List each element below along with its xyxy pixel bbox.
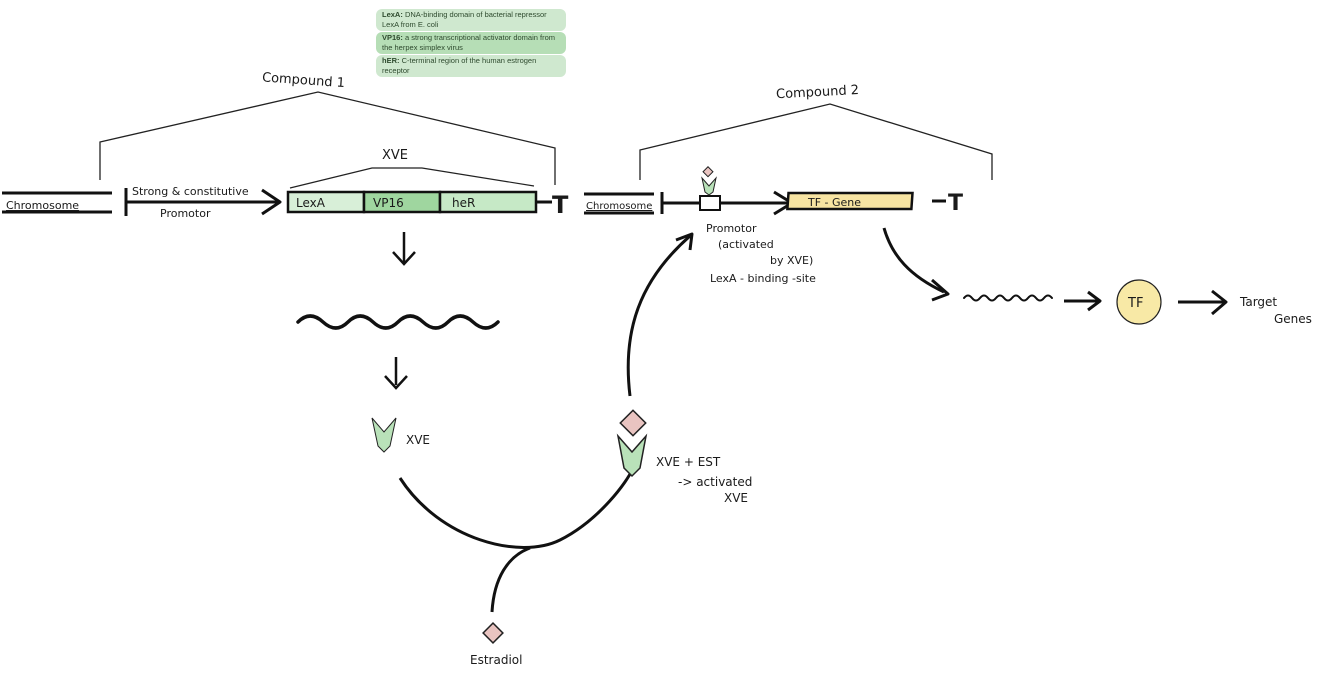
xve-protein-label: XVE xyxy=(406,433,430,447)
promoter2-label-line2: (activated xyxy=(718,238,774,251)
promoter2-label-line1: Promotor xyxy=(706,222,757,235)
legend-desc: a strong transcriptional activator domai… xyxy=(382,33,556,52)
tf-gene-box xyxy=(786,191,914,211)
complex-label-line2: -> activated xyxy=(678,475,752,489)
domain-lexa-label: LexA xyxy=(296,196,326,210)
arrow-up-head xyxy=(675,232,694,251)
legend-desc: C-terminal region of the human estrogen … xyxy=(382,56,537,75)
estradiol-curve xyxy=(490,546,531,613)
tf-protein-circle xyxy=(1116,279,1162,325)
domain-her-label: heR xyxy=(452,196,475,210)
compound2-bracket xyxy=(639,103,993,180)
complex-label-line3: XVE xyxy=(724,491,748,505)
chromosome2-label: Chromosome xyxy=(586,201,652,212)
legend-row-her: hER: C-terminal region of the human estr… xyxy=(376,55,566,77)
lexa-binding-site-box xyxy=(699,195,721,211)
promoter1-label-top: Strong & constitutive xyxy=(132,185,249,198)
chromosome1-label: Chromosome xyxy=(6,199,79,212)
arrow-gene-head xyxy=(931,278,950,302)
tf-gene-label: TF - Gene xyxy=(807,196,861,209)
xve-bracket xyxy=(289,167,535,189)
estradiol-diamond xyxy=(482,622,504,644)
legend-row-vp16: VP16: a strong transcriptional activator… xyxy=(376,32,566,54)
arrow-up-curve xyxy=(626,234,691,397)
binding-site-xve-shape xyxy=(701,176,717,196)
promoter1-arrowhead xyxy=(261,188,282,216)
compound1-bracket xyxy=(99,91,556,185)
xve-construct-label: XVE xyxy=(382,148,408,163)
complex-estradiol-diamond xyxy=(619,409,647,437)
legend-box: LexA: DNA-binding domain of bacterial re… xyxy=(376,9,566,78)
terminator1-label: T xyxy=(552,191,569,219)
target-genes-label-line2: Genes xyxy=(1274,312,1312,326)
tf-protein-label: TF xyxy=(1127,296,1143,311)
arrow-down-1-head xyxy=(392,251,416,266)
compound1-label: Compound 1 xyxy=(262,70,346,91)
legend-term: hER: xyxy=(382,56,400,65)
legend-term: LexA: xyxy=(382,10,403,19)
promoter2-label-line3: by XVE) xyxy=(770,254,813,267)
estradiol-label: Estradiol xyxy=(470,653,522,667)
legend-term: VP16: xyxy=(382,33,403,42)
arrow-tf-target-head xyxy=(1211,289,1228,316)
binding-curve xyxy=(398,469,634,549)
target-genes-label-line1: Target xyxy=(1239,295,1277,309)
binding-site-estradiol-diamond xyxy=(702,166,714,178)
compound2-label: Compound 2 xyxy=(776,83,860,102)
complex-xve-shape xyxy=(616,433,648,478)
xve-protein-shape xyxy=(371,417,397,453)
mrna-1-wave xyxy=(296,314,500,330)
legend-row-lexa: LexA: DNA-binding domain of bacterial re… xyxy=(376,9,566,31)
promoter1-label-bottom: Promotor xyxy=(160,207,211,220)
domain-vp16-label: VP16 xyxy=(373,196,404,210)
arrow-mrna-tf-head xyxy=(1087,290,1102,312)
legend-desc: DNA-binding domain of bacterial represso… xyxy=(382,10,547,29)
mrna-2-wave xyxy=(963,294,1053,302)
terminator2-label: T xyxy=(948,191,963,216)
arrow-down-2-head xyxy=(384,375,408,390)
arrow-gene-curve xyxy=(882,227,945,294)
complex-label-line1: XVE + EST xyxy=(656,455,721,469)
binding-site-label: LexA - binding -site xyxy=(710,272,816,285)
